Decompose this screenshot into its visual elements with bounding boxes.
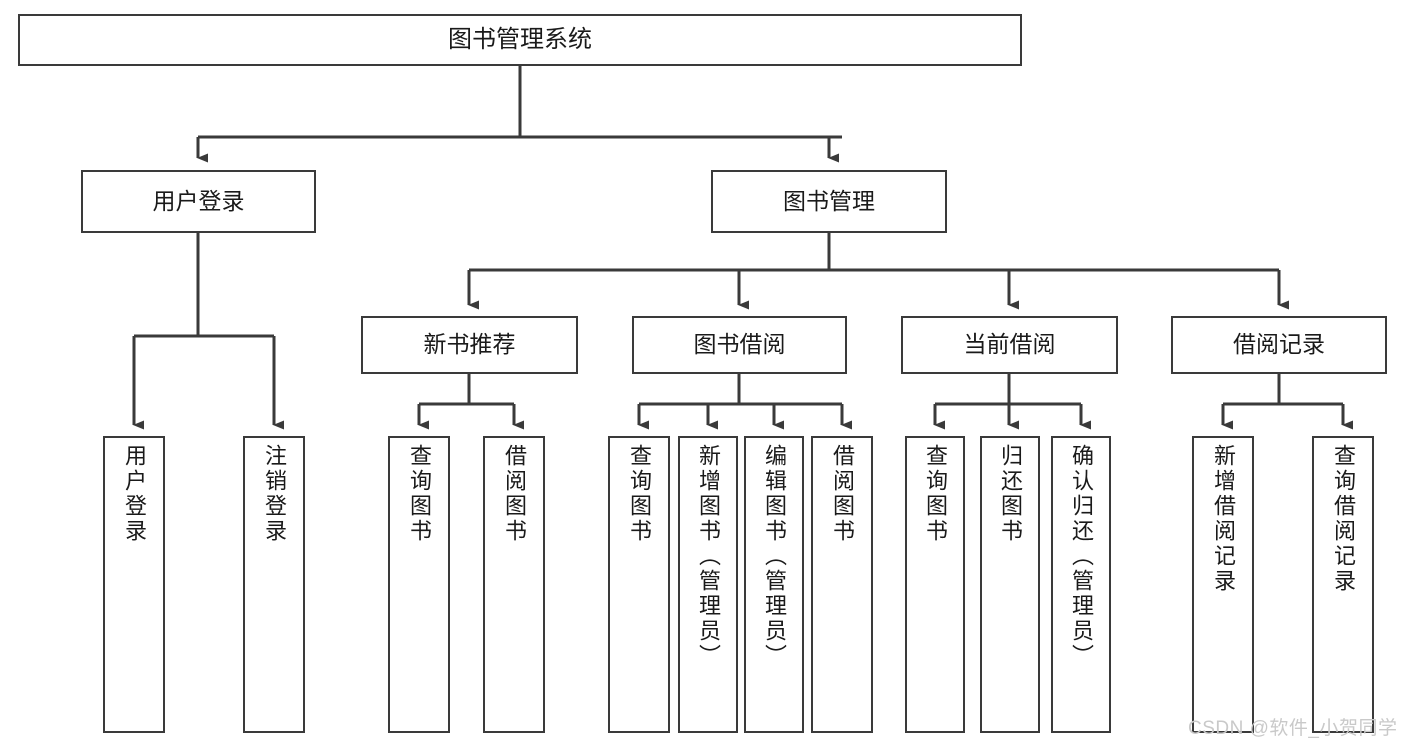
leaf-add-book[interactable]: 新增图书（管理员） <box>678 436 738 733</box>
leaf-add-record-label: 新增借阅记录 <box>1210 444 1236 594</box>
leaf-query-book-3[interactable]: 查询图书 <box>905 436 965 733</box>
leaf-add-book-label: 新增图书（管理员） <box>695 444 721 669</box>
leaf-borrow-book-1-label: 借阅图书 <box>501 444 527 544</box>
node-borrow-record[interactable]: 借阅记录 <box>1171 316 1387 374</box>
leaf-edit-book[interactable]: 编辑图书（管理员） <box>744 436 804 733</box>
leaf-query-book-3-label: 查询图书 <box>922 444 948 544</box>
leaf-confirm-return-label: 确认归还（管理员） <box>1068 444 1094 669</box>
leaf-borrow-book-2-label: 借阅图书 <box>829 444 855 544</box>
leaf-return-book[interactable]: 归还图书 <box>980 436 1040 733</box>
leaf-confirm-return[interactable]: 确认归还（管理员） <box>1051 436 1111 733</box>
leaf-return-book-label: 归还图书 <box>997 444 1023 544</box>
leaf-user-login-label: 用户登录 <box>121 444 147 544</box>
leaf-query-book-2-label: 查询图书 <box>626 444 652 544</box>
leaf-query-book-1-label: 查询图书 <box>406 444 432 544</box>
node-book-management[interactable]: 图书管理 <box>711 170 947 233</box>
leaf-borrow-book-2[interactable]: 借阅图书 <box>811 436 873 733</box>
leaf-logout-login-label: 注销登录 <box>261 444 287 544</box>
node-book-management-label: 图书管理 <box>783 187 875 214</box>
leaf-query-book-2[interactable]: 查询图书 <box>608 436 670 733</box>
leaf-query-record[interactable]: 查询借阅记录 <box>1312 436 1374 733</box>
node-book-borrow[interactable]: 图书借阅 <box>632 316 847 374</box>
node-current-borrow[interactable]: 当前借阅 <box>901 316 1118 374</box>
node-root-label: 图书管理系统 <box>448 25 592 53</box>
node-root[interactable]: 图书管理系统 <box>18 14 1022 66</box>
leaf-logout-login[interactable]: 注销登录 <box>243 436 305 733</box>
node-user-login-label: 用户登录 <box>152 187 245 214</box>
leaf-user-login[interactable]: 用户登录 <box>103 436 165 733</box>
node-new-book-recommend-label: 新书推荐 <box>423 331 516 358</box>
node-user-login[interactable]: 用户登录 <box>81 170 316 233</box>
watermark-text: CSDN @软件_小贺同学 <box>1188 718 1398 739</box>
leaf-edit-book-label: 编辑图书（管理员） <box>761 444 787 669</box>
leaf-add-record[interactable]: 新增借阅记录 <box>1192 436 1254 733</box>
node-borrow-record-label: 借阅记录 <box>1233 331 1325 358</box>
node-book-borrow-label: 图书借阅 <box>693 331 786 358</box>
node-current-borrow-label: 当前借阅 <box>963 331 1056 358</box>
node-new-book-recommend[interactable]: 新书推荐 <box>361 316 578 374</box>
leaf-query-book-1[interactable]: 查询图书 <box>388 436 450 733</box>
leaf-borrow-book-1[interactable]: 借阅图书 <box>483 436 545 733</box>
leaf-query-record-label: 查询借阅记录 <box>1330 444 1356 594</box>
